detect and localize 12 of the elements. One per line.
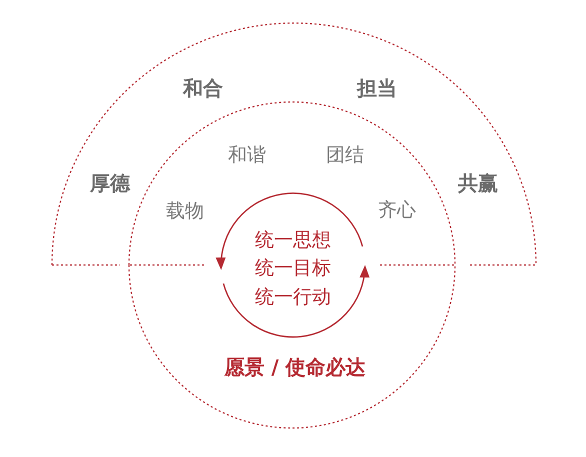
slogan-text: 统一目标 — [255, 256, 331, 281]
band-label: 和合 — [183, 75, 223, 101]
band-label: 和谐 — [228, 143, 266, 168]
band-label: 齐心 — [378, 198, 416, 223]
band-label: 担当 — [357, 75, 397, 101]
band-label: 共赢 — [458, 170, 498, 196]
band-label: 载物 — [166, 199, 204, 224]
slogan-text: 统一思想 — [255, 228, 331, 253]
band-label: 厚德 — [90, 170, 130, 196]
band-label: 团结 — [326, 143, 364, 168]
vision-label: 愿景 / 使命必达 — [224, 354, 366, 380]
slogan-text: 统一行动 — [255, 285, 331, 310]
